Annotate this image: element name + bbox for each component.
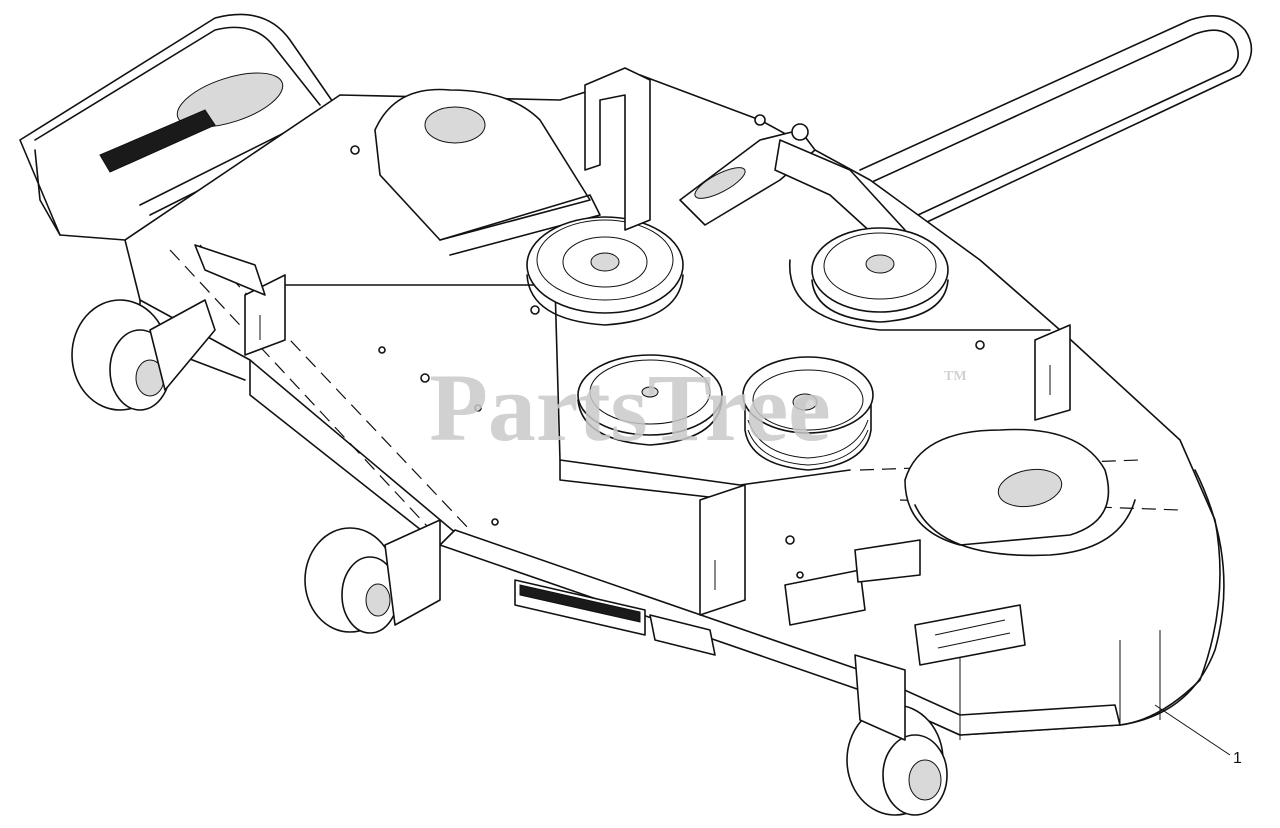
wheel-rear-left	[71, 299, 216, 411]
front-decals	[194, 244, 1026, 666]
warning-label-right	[854, 539, 921, 583]
watermark-text: PartsTree	[429, 354, 831, 461]
brand-decal	[99, 109, 216, 173]
pulley-right-upper	[789, 227, 1051, 331]
callout-1: 1	[1154, 704, 1242, 767]
fasteners	[350, 145, 985, 579]
pulley-right-lower	[742, 356, 874, 471]
drive-belt	[859, 14, 1253, 231]
right-spindle-cover	[904, 428, 1136, 557]
left-spindle-cover	[374, 88, 601, 256]
callout-label-1: 1	[1233, 750, 1242, 767]
cover-logo-left	[424, 106, 486, 144]
wheel-front-left	[304, 519, 441, 634]
watermark: PartsTree TM	[429, 354, 966, 461]
warning-label-front	[914, 604, 1026, 666]
warning-label-left	[194, 244, 266, 296]
idler-arm	[679, 114, 906, 246]
mounting-brackets	[244, 67, 1071, 616]
wheel-front-right	[846, 654, 948, 816]
cover-logo-right	[997, 468, 1063, 508]
pulley-center-lower	[577, 354, 723, 446]
pulley-center-upper	[526, 216, 684, 326]
warning-label-center	[784, 569, 866, 626]
watermark-trademark: TM	[944, 369, 967, 384]
